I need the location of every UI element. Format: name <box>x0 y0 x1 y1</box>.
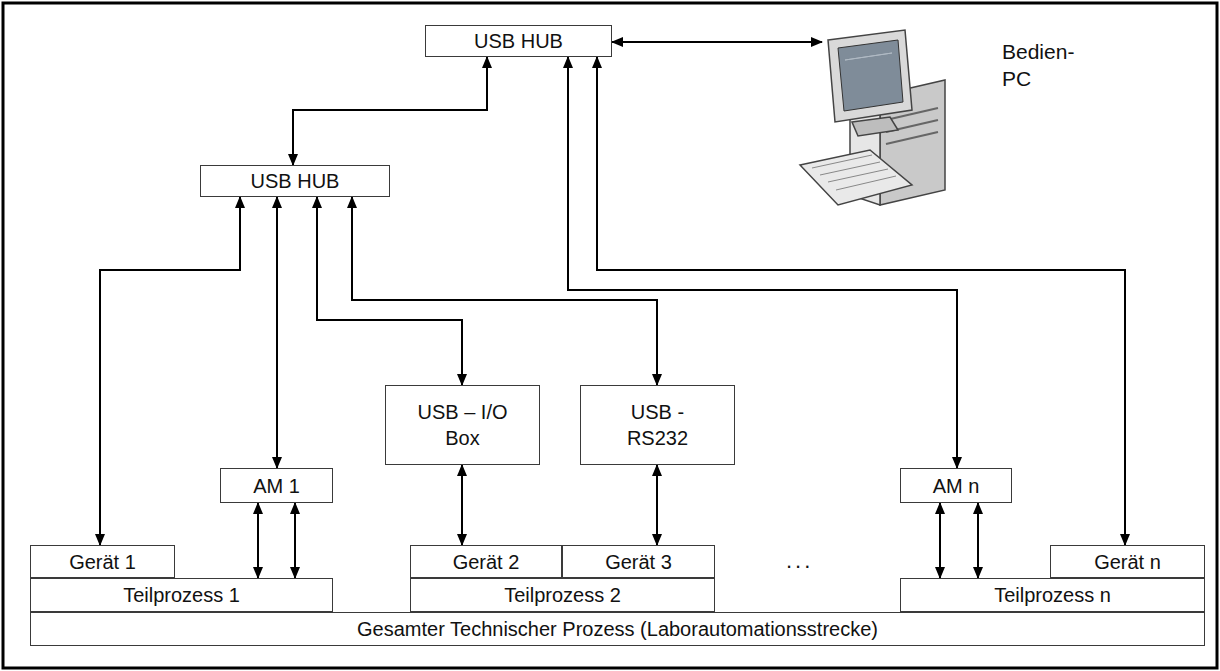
usb-connection <box>461 465 463 545</box>
usb-connection <box>294 503 296 578</box>
usb-hub: USB HUB <box>425 25 612 57</box>
usb-serial-adapter: USB - RS232 <box>580 385 735 465</box>
usb-connection <box>977 503 979 578</box>
usb-hub: USB HUB <box>200 165 390 197</box>
device-box: Gerät 3 <box>562 545 715 578</box>
box-label: USB HUB <box>251 168 340 194</box>
usb-connection <box>939 503 941 578</box>
box-label: Gesamter Technischer Prozess (Laborautom… <box>357 616 878 642</box>
usb-io-box: USB – I/O Box <box>385 385 540 465</box>
operator-pc: Bedien- PC <box>822 30 1080 210</box>
device-box: Gerät 1 <box>30 545 175 578</box>
pc-label: Bedien- PC <box>1002 38 1080 93</box>
usb-connection <box>257 503 259 578</box>
usb-connection <box>568 57 957 468</box>
box-label: AM 1 <box>253 473 300 499</box>
usb-connection <box>612 41 822 43</box>
device-box: Gerät 2 <box>410 545 562 578</box>
device-box: Gerät n <box>1050 545 1205 578</box>
subprocess-box: Teilprozess 2 <box>410 578 715 612</box>
usb-connection <box>352 197 657 385</box>
subprocess-box: Teilprozess n <box>900 578 1205 612</box>
process-band: Gesamter Technischer Prozess (Laborautom… <box>30 612 1205 646</box>
box-label: Gerät 1 <box>69 549 136 575</box>
usb-connection <box>656 465 658 545</box>
box-label: Gerät 3 <box>605 549 672 575</box>
usb-connection <box>317 197 462 385</box>
box-label: Teilprozess 1 <box>123 582 240 608</box>
am-module: AM 1 <box>220 468 333 503</box>
usb-connection <box>276 197 278 468</box>
box-label: AM n <box>933 473 980 499</box>
am-module: AM n <box>900 468 1012 503</box>
computer-illustration <box>800 30 945 205</box>
box-label: Gerät 2 <box>453 549 520 575</box>
box-label: USB – I/O Box <box>415 399 510 451</box>
usb-connection <box>293 57 487 165</box>
box-label: USB - RS232 <box>610 399 705 451</box>
usb-connection <box>597 57 1125 545</box>
box-label: Teilprozess n <box>994 582 1111 608</box>
ellipsis-label: ... <box>786 548 813 574</box>
box-label: Teilprozess 2 <box>504 582 621 608</box>
outer-frame <box>3 3 1217 668</box>
box-label: Gerät n <box>1094 549 1161 575</box>
usb-connection <box>100 197 240 545</box>
box-label: USB HUB <box>474 28 563 54</box>
subprocess-box: Teilprozess 1 <box>30 578 333 612</box>
